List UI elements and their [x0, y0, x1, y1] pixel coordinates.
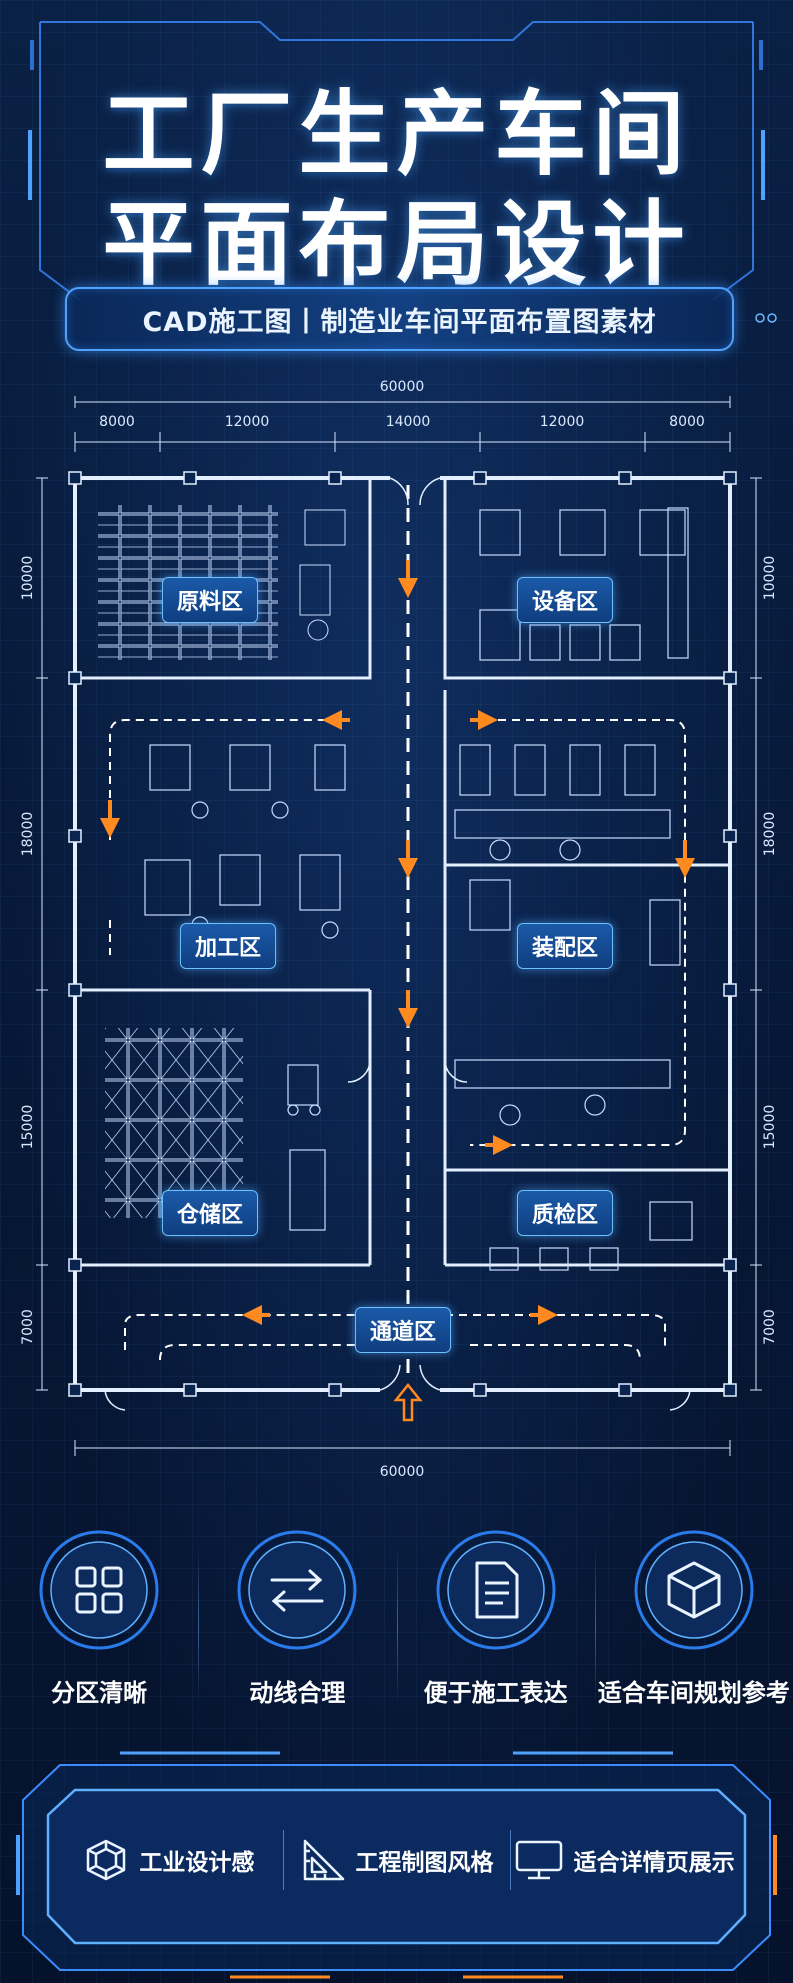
- dimension-right-4: 7000: [762, 1309, 778, 1345]
- raw-material-equipment: [299, 509, 346, 641]
- qc-stations: [489, 1201, 693, 1271]
- dimension-left-2: 18000: [20, 811, 36, 857]
- bottom-banner-frame: [16, 1751, 777, 1979]
- feature-zoning: 分区清晰: [0, 1515, 198, 1735]
- flow-arrows: [100, 560, 695, 1325]
- bottom-item-industrial: 工业设计感: [55, 1820, 283, 1900]
- dimension-overall-bottom: 60000: [379, 1464, 425, 1480]
- zone-label-storage: 仓储区: [161, 1190, 259, 1236]
- zone-label-assembly: 装配区: [516, 923, 614, 969]
- dimension-left-4: 7000: [20, 1309, 36, 1345]
- dimension-top-2: 12000: [224, 414, 270, 430]
- columns: [68, 471, 737, 1397]
- bottom-item-drafting: 工程制图风格: [282, 1820, 511, 1900]
- zone-label-processing: 加工区: [179, 923, 277, 969]
- feature-label-flow: 动线合理: [249, 1679, 346, 1707]
- feature-label-zoning: 分区清晰: [51, 1679, 148, 1707]
- triangle-ruler-icon: [303, 1839, 344, 1881]
- bottom-item-display: 适合详情页展示: [510, 1820, 738, 1900]
- dimension-overall-top: 60000: [379, 379, 425, 395]
- cube-icon: [634, 1530, 754, 1650]
- feature-construction: 便于施工表达: [396, 1515, 595, 1735]
- dimension-right-3: 15000: [762, 1104, 778, 1150]
- subtitle-text: CAD施工图丨制造业车间平面布置图素材: [142, 306, 657, 338]
- feature-label-construction: 便于施工表达: [423, 1679, 568, 1707]
- inner-walls: [75, 478, 730, 1267]
- processing-machines: [144, 744, 346, 939]
- arrows-icon: [237, 1530, 357, 1650]
- page-title-line-2: 平面布局设计: [102, 191, 691, 298]
- feature-row: 分区清晰 动线合理 便于施工表达: [0, 1515, 793, 1735]
- zone-label-raw-material: 原料区: [161, 577, 259, 623]
- dimension-right-1: 10000: [762, 555, 778, 601]
- dimension-top-1: 8000: [99, 414, 135, 430]
- title-frame: [28, 21, 777, 323]
- page-title-line-1: 工厂生产车间: [102, 81, 691, 188]
- doors: [104, 477, 691, 1411]
- zone-label-equipment: 设备区: [516, 577, 614, 623]
- storage-racks: [105, 1028, 243, 1218]
- bottom-item-label-display: 适合详情页展示: [573, 1850, 735, 1876]
- bottom-item-label-drafting: 工程制图风格: [355, 1850, 494, 1876]
- document-icon: [436, 1530, 556, 1650]
- dimension-left-3: 15000: [20, 1104, 36, 1150]
- dimension-top-4: 12000: [539, 414, 585, 430]
- feature-label-planning: 适合车间规划参考: [597, 1679, 790, 1707]
- dimension-lines: [36, 396, 762, 1456]
- dimension-top-3: 14000: [385, 414, 431, 430]
- flow-paths: [109, 719, 686, 1361]
- dimension-top-5: 8000: [669, 414, 705, 430]
- entrance-arrow-icon: [393, 1382, 423, 1422]
- bottom-item-label-industrial: 工业设计感: [139, 1850, 255, 1876]
- grid-icon: [39, 1530, 159, 1650]
- subtitle-banner: CAD施工图丨制造业车间平面布置图素材: [65, 287, 734, 351]
- zone-label-quality-check: 质检区: [516, 1190, 614, 1236]
- wireframe-cube-icon: [87, 1839, 126, 1881]
- zone-label-passage: 通道区: [354, 1307, 452, 1353]
- feature-planning: 适合车间规划参考: [594, 1515, 793, 1735]
- feature-flow: 动线合理: [198, 1515, 396, 1735]
- forklift: [287, 1064, 326, 1231]
- monitor-icon: [515, 1840, 562, 1880]
- dimension-left-1: 10000: [20, 555, 36, 601]
- outer-walls: [73, 476, 732, 1392]
- equipment-machines: [479, 507, 689, 661]
- assembly-lines: [454, 744, 681, 1126]
- dimension-right-2: 18000: [762, 811, 778, 857]
- bottom-banner: 工业设计感 工程制图风格 适合详情页展示: [55, 1810, 738, 1910]
